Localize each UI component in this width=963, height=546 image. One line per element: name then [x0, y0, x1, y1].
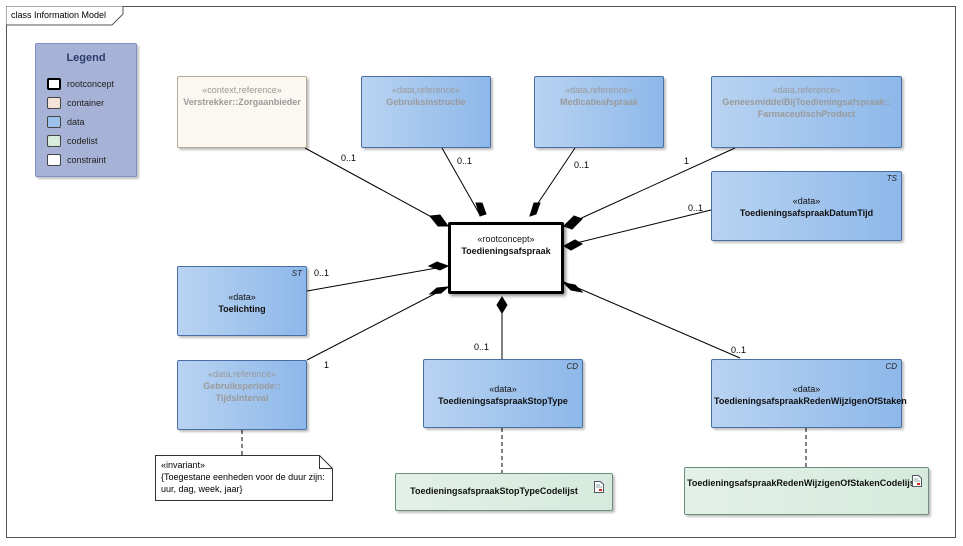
- edge-datumtijd: [563, 209, 712, 247]
- legend-item-rootconcept: rootconcept: [47, 77, 114, 91]
- legend-item-codelist: codelist: [47, 134, 98, 148]
- legend-title: Legend: [66, 52, 106, 64]
- note-text: «invariant» {Toegestane eenheden voor de…: [161, 459, 329, 495]
- edge-verstrekker: [304, 147, 449, 227]
- constraint-note[interactable]: «invariant» {Toegestane eenheden voor de…: [155, 455, 333, 501]
- multiplicity-geneesmiddel: 1: [684, 156, 690, 166]
- multiplicity-datumtijd: 0..1: [688, 203, 704, 213]
- note-stereotype: «invariant»: [161, 460, 206, 470]
- datatype-tag: TS: [886, 174, 897, 183]
- class-gebruiksinstructie[interactable]: «data,reference» Gebruiksinstructie: [361, 76, 491, 148]
- diamond-datumtijd: [562, 239, 584, 251]
- class-geneesmiddel-farmaceutisch-product[interactable]: «data,reference» GeneesmiddelBijToedieni…: [711, 76, 902, 148]
- class-toelichting[interactable]: ST «data» Toelichting: [177, 266, 307, 336]
- legend-label: codelist: [67, 136, 98, 146]
- legend-label: container: [67, 98, 105, 108]
- edge-gebruiksinstructie: [441, 147, 481, 216]
- class-stereotype: «data,reference»: [564, 85, 634, 95]
- class-gebruiksperiode-tijdsinterval[interactable]: «data,reference» Gebruiksperiode:: Tijds…: [177, 360, 307, 430]
- legend-label: data: [67, 117, 85, 127]
- codelist-name: ToedieningsafspraakStopTypeCodelijst: [410, 486, 578, 496]
- class-name-line2: TijdsInterval: [215, 393, 269, 403]
- class-verstrekker-zorgaanbieder[interactable]: «context,reference» Verstrekker::Zorgaan…: [177, 76, 307, 148]
- class-medicatieafspraak[interactable]: «data,reference» Medicatieafspraak: [534, 76, 664, 148]
- legend-label: rootconcept: [67, 79, 115, 89]
- multiplicity-reden: 0..1: [731, 345, 747, 355]
- class-stereotype: «data,reference»: [207, 369, 277, 379]
- class-name: Gebruiksperiode::: [203, 381, 281, 391]
- codelist-reden-wijzigen-of-staken[interactable]: ToedieningsafspraakRedenWijzigenOfStaken…: [684, 467, 929, 515]
- class-name: GeneesmiddelBijToedieningsafspraak::: [722, 97, 891, 107]
- document-icon: [594, 481, 604, 493]
- class-stereotype: «data»: [792, 384, 821, 394]
- class-name: Medicatieafspraak: [559, 97, 639, 107]
- legend-swatch-container: [47, 97, 61, 109]
- diamond-medicatieafspraak: [529, 202, 541, 217]
- class-name: Verstrekker::Zorgaanbieder: [183, 97, 301, 107]
- class-stereotype: «data»: [489, 384, 517, 394]
- legend-item-data: data: [47, 115, 85, 129]
- diamond-reden: [562, 282, 584, 293]
- class-stereotype: «rootconcept»: [477, 234, 535, 244]
- diamond-verstrekker: [429, 214, 449, 227]
- legend-swatch-rootconcept: [47, 78, 61, 90]
- multiplicity-verstrekker: 0..1: [341, 153, 357, 163]
- class-stereotype: «data,reference»: [772, 85, 841, 95]
- legend: Legend rootconcept container data codeli…: [35, 43, 137, 177]
- class-stereotype: «data,reference»: [391, 85, 461, 95]
- diamond-stoptype: [496, 296, 508, 314]
- class-toedieningsafspraak-stop-type[interactable]: CD «data» ToedieningsafspraakStopType: [423, 359, 583, 428]
- diamond-toelichting: [427, 261, 450, 271]
- edge-toelichting: [306, 265, 449, 292]
- note-line: {Toegestane eenheden voor de duur zijn:: [161, 472, 325, 482]
- class-name: Toedieningsafspraak: [461, 246, 551, 256]
- class-name: ToedieningsafspraakRedenWijzigenOfStaken: [714, 396, 907, 406]
- class-name: ToedieningsafspraakStopType: [438, 396, 568, 406]
- codelist-name: ToedieningsafspraakRedenWijzigenOfStaken…: [687, 478, 918, 488]
- legend-swatch-codelist: [47, 135, 61, 147]
- multiplicity-gebruiksinstructie: 0..1: [457, 156, 473, 166]
- datatype-tag: CD: [885, 362, 897, 371]
- datatype-tag: ST: [291, 269, 302, 278]
- diagram-title: class Information Model: [11, 10, 107, 20]
- multiplicity-medicatieafspraak: 0..1: [574, 160, 590, 170]
- legend-swatch-data: [47, 116, 61, 128]
- codelist-stop-type[interactable]: ToedieningsafspraakStopTypeCodelijst: [395, 473, 613, 511]
- note-shape: [155, 455, 333, 501]
- diagram-frame: [6, 6, 956, 538]
- class-toedieningsafspraak-reden-wijzigen-of-staken[interactable]: CD «data» ToedieningsafspraakRedenWijzig…: [711, 359, 907, 428]
- edge-geneesmiddel: [563, 147, 736, 227]
- class-stereotype: «data»: [792, 196, 821, 206]
- multiplicity-toelichting: 0..1: [314, 268, 330, 278]
- diamond-geneesmiddel: [563, 215, 583, 230]
- edge-reden: [563, 281, 741, 359]
- diagram-frame-tab: class Information Model: [6, 6, 124, 26]
- edge-gebruiksperiode: [306, 286, 449, 361]
- legend-swatch-constraint: [47, 154, 61, 166]
- legend-label: constraint: [67, 155, 107, 165]
- multiplicity-gebruiksperiode: 1: [324, 360, 330, 370]
- class-name-line2: FarmaceutischProduct: [757, 109, 856, 119]
- diamond-gebruiksperiode: [428, 286, 450, 295]
- document-icon: [912, 475, 922, 487]
- class-toedieningsafspraak-datum-tijd[interactable]: TS «data» ToedieningsafspraakDatumTijd: [711, 171, 902, 241]
- diamond-gebruiksinstructie: [475, 202, 487, 217]
- legend-item-container: container: [47, 96, 104, 110]
- legend-item-constraint: constraint: [47, 153, 106, 167]
- multiplicity-stoptype: 0..1: [474, 342, 490, 352]
- datatype-tag: CD: [566, 362, 578, 371]
- note-line: uur, dag, week, jaar}: [161, 484, 243, 494]
- class-stereotype: «context,reference»: [202, 85, 282, 95]
- class-name: ToedieningsafspraakDatumTijd: [739, 208, 874, 218]
- class-name: Toelichting: [218, 304, 266, 314]
- class-stereotype: «data»: [228, 292, 256, 302]
- class-toedieningsafspraak-root[interactable]: «rootconcept» Toedieningsafspraak: [448, 222, 564, 294]
- class-name: Gebruiksinstructie: [386, 97, 466, 107]
